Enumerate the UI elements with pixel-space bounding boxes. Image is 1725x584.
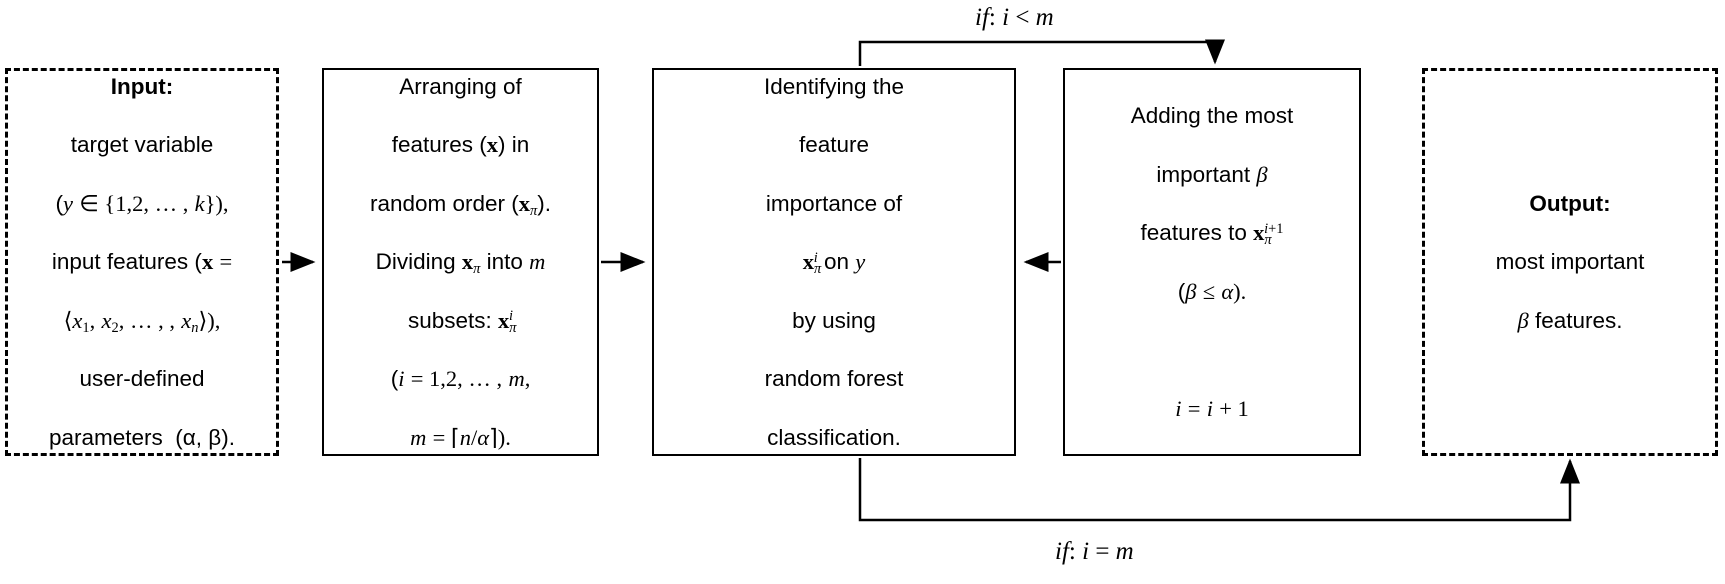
box-output-text: Output: most important β features.	[1490, 160, 1651, 365]
box-adding-line-4: (β ≤ α).	[1177, 278, 1247, 304]
box-adding-text: Adding the most important β features to …	[1125, 72, 1300, 452]
box-adding-line-1: Adding the most	[1130, 103, 1294, 129]
box-input-line-3: input features (x =	[51, 249, 233, 275]
box-output-line-2: β features.	[1517, 307, 1623, 333]
box-identifying-line-1: Identifying the	[763, 73, 905, 99]
box-output-heading: Output:	[1529, 190, 1611, 216]
loop-label-top: if: i < m	[975, 4, 1054, 31]
box-identifying-line-2: feature	[798, 132, 870, 158]
box-output: Output: most important β features.	[1422, 68, 1718, 456]
box-arranging-line-7: m = ⌈n/α⌉).	[410, 424, 511, 450]
box-input: Input: target variable (y ∈ {1,2, … , k}…	[5, 68, 279, 456]
box-identifying-line-7: classification.	[767, 424, 901, 450]
box-identifying-line-5: by using	[792, 307, 876, 333]
box-arranging-line-5: subsets: xπi	[407, 307, 517, 336]
box-output-line-1: most important	[1495, 249, 1645, 275]
box-input-line-5: user-defined	[79, 366, 205, 392]
box-input-line-4: ⟨x1, x2, … , , xn⟩),	[63, 307, 221, 336]
box-arranging-line-1: Arranging of	[399, 73, 522, 99]
box-identifying: Identifying the feature importance of xπ…	[652, 68, 1016, 456]
box-arranging-line-4: Dividing xπ into m	[375, 249, 546, 278]
box-identifying-line-6: random forest	[764, 366, 904, 392]
box-identifying-text: Identifying the feature importance of xπ…	[758, 43, 910, 482]
box-arranging-line-2: features (x) in	[391, 132, 530, 158]
box-adding-line-6: i = i + 1	[1175, 395, 1249, 421]
box-input-text: Input: target variable (y ∈ {1,2, … , k}…	[43, 43, 241, 482]
loop-label-bottom: if: i = m	[1055, 538, 1134, 565]
box-adding: Adding the most important β features to …	[1063, 68, 1361, 456]
box-input-line-1: target variable	[70, 132, 214, 158]
box-arranging-line-6: (i = 1,2, … , m,	[390, 366, 531, 392]
box-input-heading: Input:	[110, 73, 174, 99]
box-arranging: Arranging of features (x) in random orde…	[322, 68, 599, 456]
box-identifying-line-4: xπi on y	[802, 249, 866, 278]
box-input-line-6: parameters (α, β).	[49, 424, 235, 450]
arrow-loop-top-identifying-to-adding	[858, 39, 1225, 66]
box-arranging-line-3: random order (xπ).	[369, 190, 552, 219]
box-arranging-text: Arranging of features (x) in random orde…	[364, 43, 557, 482]
arrow-loop-bottom-identifying-to-output	[858, 458, 1580, 522]
box-identifying-line-3: importance of	[765, 190, 903, 216]
box-input-line-2: (y ∈ {1,2, … , k}),	[55, 190, 229, 216]
box-adding-spacer	[1131, 335, 1294, 364]
box-adding-line-2: important β	[1156, 161, 1268, 187]
box-adding-line-3: features to xπi+1	[1140, 220, 1284, 248]
